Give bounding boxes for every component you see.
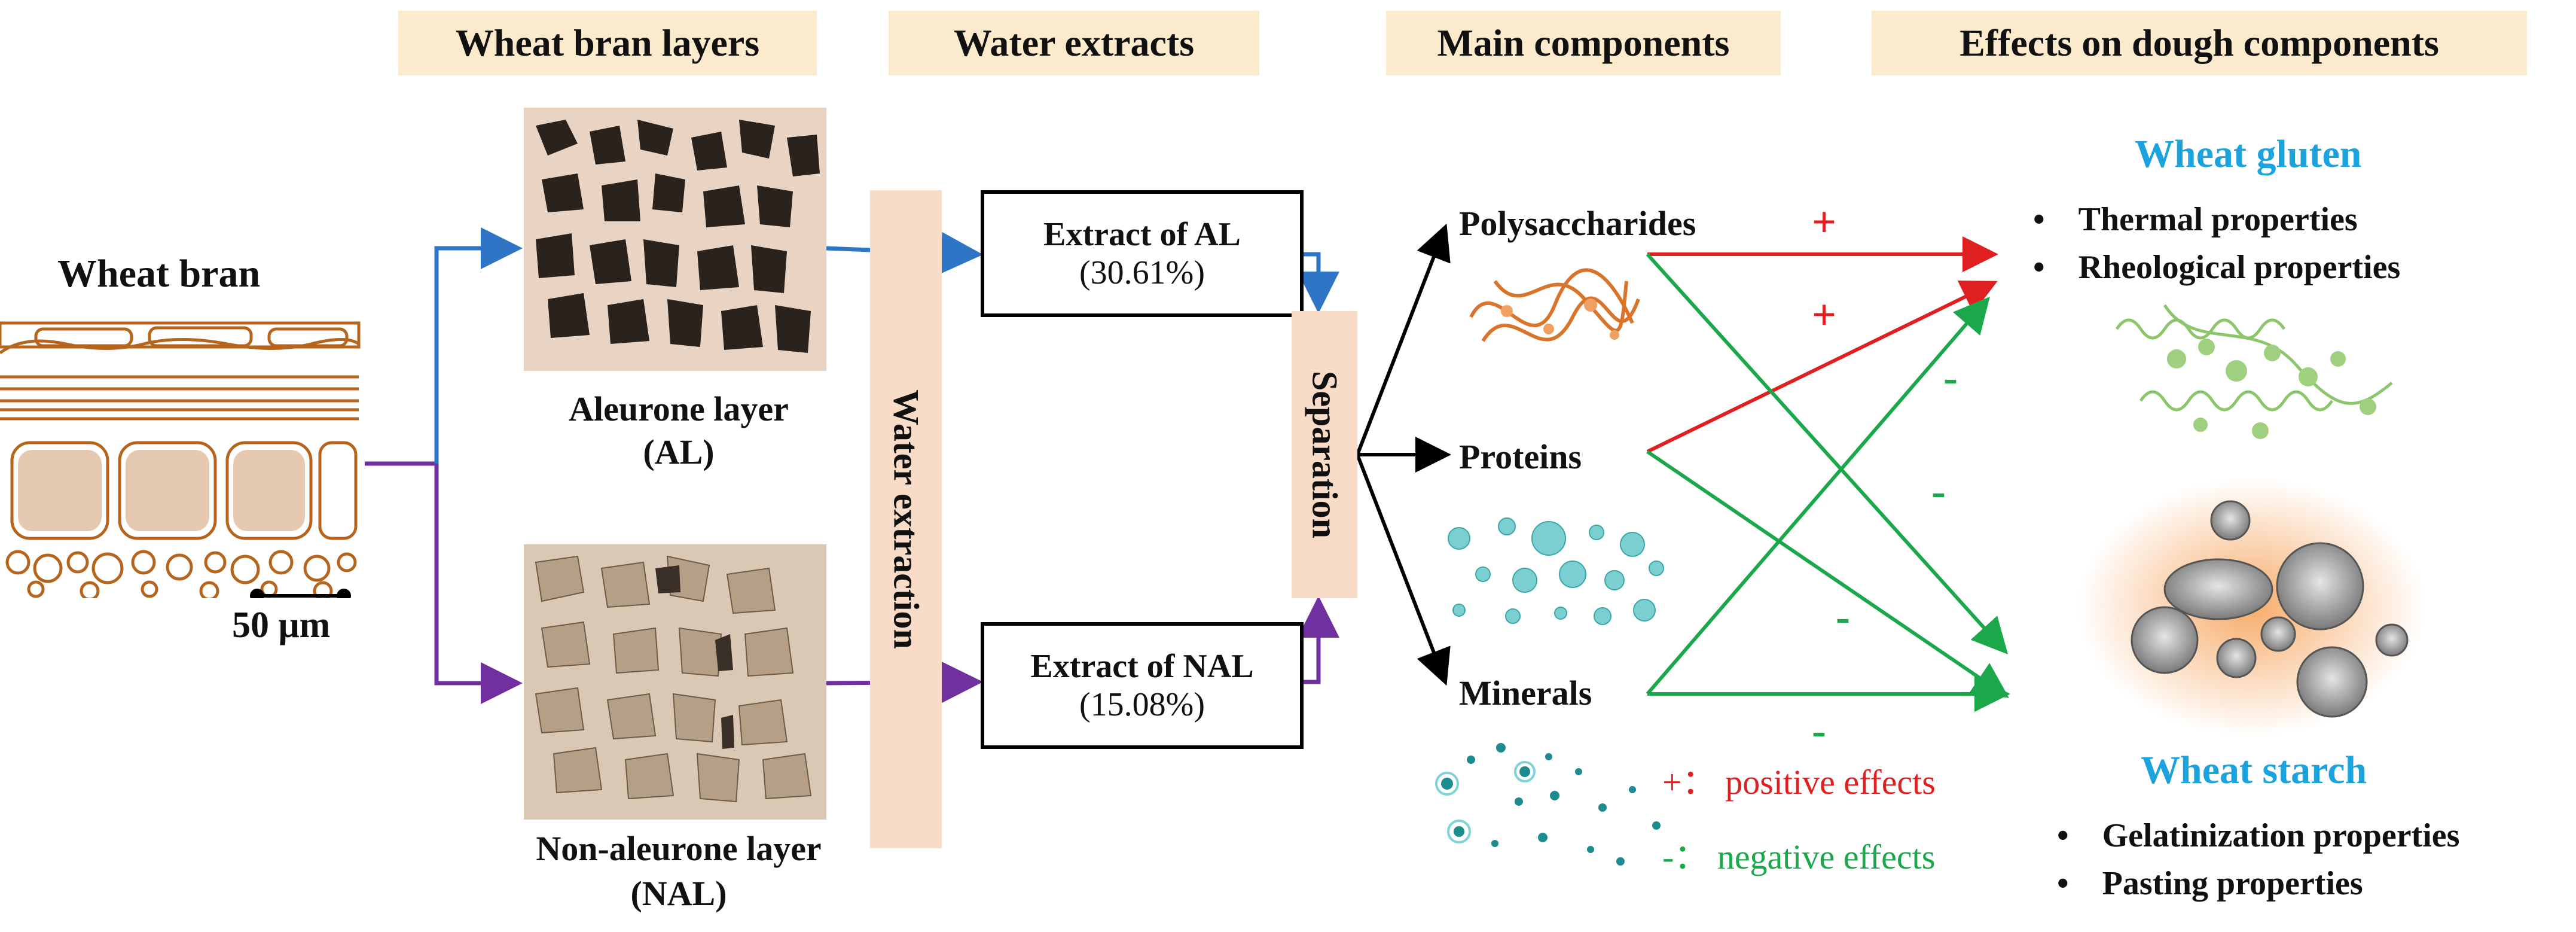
separation-label: Separation <box>1305 370 1345 539</box>
extract-nal-title: Extract of NAL <box>1030 648 1254 685</box>
header-label: Water extracts <box>953 22 1195 64</box>
header-label: Main components <box>1437 22 1730 64</box>
component-polysaccharides: Polysaccharides <box>1459 204 1696 243</box>
polysaccharide-icon <box>1469 268 1640 342</box>
nal-label-2: (NAL) <box>630 874 727 913</box>
al-label-1: Aleurone layer <box>569 389 789 428</box>
component-proteins: Proteins <box>1459 437 1582 476</box>
header-effects: Effects on dough components <box>1872 11 2527 75</box>
starch-prop-2-text: Pasting properties <box>2102 865 2363 902</box>
effect-minus-3: - <box>1836 593 1850 641</box>
header-label: Wheat bran layers <box>455 22 760 64</box>
gluten-network-icon <box>2115 304 2393 439</box>
extract-nal-yield: (15.08%) <box>1079 686 1205 723</box>
starch-prop-1-text: Gelatinization properties <box>2102 817 2460 854</box>
effect-minus-4: - <box>1812 706 1826 754</box>
gluten-prop-2: • Rheological properties <box>2033 249 2401 286</box>
gluten-title: Wheat gluten <box>2135 132 2362 176</box>
starch-prop-2: • Pasting properties <box>2057 865 2363 902</box>
water-extraction-label: Water extraction <box>886 389 926 649</box>
gluten-prop-1: • Thermal properties <box>2033 201 2358 238</box>
nal-label-1: Non-aleurone layer <box>536 829 822 868</box>
header-label: Effects on dough components <box>1960 22 2439 64</box>
scale-bar-label: 50 μm <box>232 605 331 645</box>
extract-nal-box: Extract of NAL (15.08%) <box>981 622 1304 749</box>
starch-granules-icon <box>2078 479 2425 736</box>
wheat-bran-cross-section <box>0 321 361 598</box>
extract-al-box: Extract of AL (30.61%) <box>981 190 1304 317</box>
component-minerals: Minerals <box>1459 674 1592 712</box>
legend-positive: +： positive effects <box>1662 763 1936 802</box>
protein-icon <box>1448 517 1664 625</box>
extract-al-title: Extract of AL <box>1043 216 1241 253</box>
water-extraction-bar <box>870 190 942 848</box>
effect-plus-2: + <box>1812 291 1837 339</box>
wheat-bran-title: Wheat bran <box>57 252 261 296</box>
extract-al-yield: (30.61%) <box>1079 254 1205 291</box>
header-wheat-bran-layers: Wheat bran layers <box>398 11 817 75</box>
al-label-2: (AL) <box>643 433 715 471</box>
separation-bar <box>1292 311 1357 598</box>
effect-minus-2: - <box>1931 467 1946 515</box>
gluten-prop-2-text: Rheological properties <box>2078 249 2401 286</box>
effect-plus-1: + <box>1812 198 1837 246</box>
header-main-components: Main components <box>1386 11 1781 75</box>
header-water-extracts: Water extracts <box>889 11 1259 75</box>
effect-minus-1: - <box>1943 354 1958 401</box>
non-aleurone-micrograph <box>524 544 826 820</box>
aleurone-micrograph <box>524 108 826 371</box>
legend-negative: -： negative effects <box>1662 837 1936 876</box>
gluten-prop-1-text: Thermal properties <box>2078 201 2358 238</box>
mineral-icon <box>1435 743 1661 866</box>
starch-prop-1: • Gelatinization properties <box>2057 817 2460 854</box>
starch-title: Wheat starch <box>2141 748 2367 792</box>
